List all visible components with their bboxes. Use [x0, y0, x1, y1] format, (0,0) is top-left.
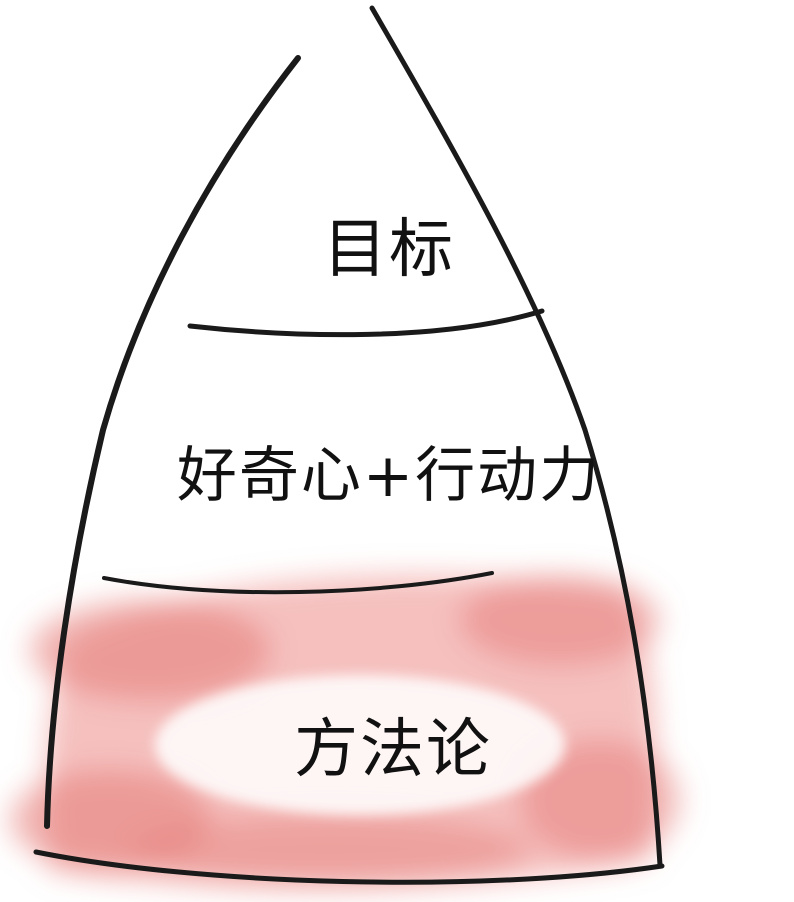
layer-label-curiosity-action: 好奇心+行动力 [176, 441, 602, 511]
cone-left-edge [44, 55, 301, 829]
divider-lower [102, 571, 494, 595]
cone-right-edge [369, 5, 663, 868]
layer-label-methodology: 方法论 [294, 713, 492, 787]
bottom-layer-highlight-center [155, 675, 565, 815]
cone-base [33, 849, 665, 885]
cone-outline [33, 5, 665, 885]
layer-label-goal: 目标 [323, 213, 455, 287]
divider-upper [187, 308, 545, 338]
